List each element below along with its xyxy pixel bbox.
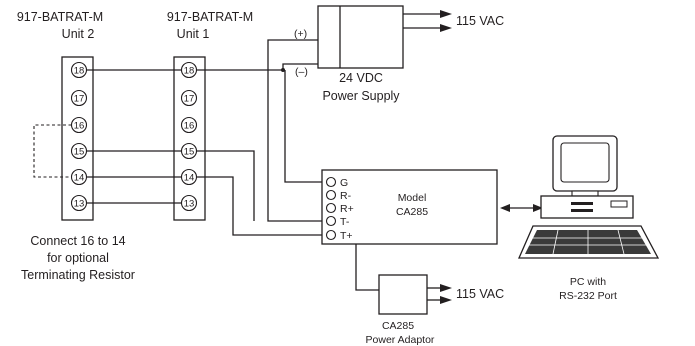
wire-unit1-14-to-ca285-t-plus xyxy=(196,176,326,236)
svg-text:13: 13 xyxy=(184,199,195,210)
wire-ca285-to-adaptor xyxy=(355,244,379,291)
wire-psu-positive xyxy=(267,39,326,222)
ca285-terminal-t-minus: T- xyxy=(325,215,350,228)
unit2-terminal-15: 15 xyxy=(70,142,88,160)
unit2-terminal-16: 16 xyxy=(70,116,88,134)
svg-text:T-: T- xyxy=(340,216,350,228)
svg-text:18: 18 xyxy=(74,66,85,77)
svg-text:16: 16 xyxy=(184,121,195,132)
ca285-terminal-g: G xyxy=(325,176,348,189)
psu-negative-label: (–) xyxy=(295,66,308,78)
svg-text:15: 15 xyxy=(184,147,195,158)
ca285-pc-arrow-left xyxy=(500,204,510,212)
psu-output-voltage: 115 VAC xyxy=(456,14,504,28)
adaptor-output-arrow-2 xyxy=(440,296,452,304)
adaptor-output-arrow-1 xyxy=(440,284,452,292)
note-line2: for optional xyxy=(47,251,109,265)
wire-ground-to-ca285-g xyxy=(284,70,326,183)
svg-text:14: 14 xyxy=(184,173,195,184)
note-line3: Terminating Resistor xyxy=(21,268,135,282)
pc-label-line1: PC with xyxy=(570,276,606,288)
psu-output-arrow-1 xyxy=(440,10,452,18)
psu-output-arrow-2 xyxy=(440,24,452,32)
unit2-terminal-block xyxy=(61,56,94,221)
power-adaptor-box xyxy=(378,274,428,315)
wire-unit1-15-to-ca285-t-minus xyxy=(196,150,255,221)
power-supply-label-line1: 24 VDC xyxy=(339,71,383,85)
unit1-terminal-13: 13 xyxy=(180,194,198,212)
unit2-model-label: 917-BATRAT-M xyxy=(17,10,103,24)
svg-text:18: 18 xyxy=(184,66,195,77)
ca285-terminal-r-minus: R- xyxy=(325,189,352,202)
unit1-name-label: Unit 1 xyxy=(177,27,210,41)
ca285-terminal-r-plus: R+ xyxy=(325,202,354,215)
unit2-terminal-18: 18 xyxy=(70,61,88,79)
svg-text:17: 17 xyxy=(74,94,85,105)
ca285-label-line1: Model xyxy=(398,192,427,204)
unit1-terminal-18: 18 xyxy=(180,61,198,79)
svg-text:14: 14 xyxy=(74,173,85,184)
svg-text:T+: T+ xyxy=(340,230,353,242)
unit2-terminal-17: 17 xyxy=(70,89,88,107)
power-supply-label-line2: Power Supply xyxy=(322,89,400,103)
note-line1: Connect 16 to 14 xyxy=(30,234,125,248)
ca285-pc-arrow-right xyxy=(533,204,543,212)
svg-text:R+: R+ xyxy=(340,203,354,215)
svg-text:15: 15 xyxy=(74,147,85,158)
svg-text:17: 17 xyxy=(184,94,195,105)
unit1-model-label: 917-BATRAT-M xyxy=(167,10,253,24)
pc-computer-icon xyxy=(518,135,660,259)
svg-text:R-: R- xyxy=(340,190,352,202)
psu-positive-label: (+) xyxy=(294,28,307,40)
svg-text:G: G xyxy=(340,177,348,189)
svg-text:16: 16 xyxy=(74,121,85,132)
unit2-terminal-14: 14 xyxy=(70,168,88,186)
unit1-terminal-15: 15 xyxy=(180,142,198,160)
unit1-terminal-17: 17 xyxy=(180,89,198,107)
ca285-terminal-t-plus: T+ xyxy=(325,229,353,242)
unit1-terminal-16: 16 xyxy=(180,116,198,134)
adaptor-label-line2: Power Adaptor xyxy=(366,334,435,346)
ca285-label-line2: CA285 xyxy=(396,206,428,218)
unit1-terminal-14: 14 xyxy=(180,168,198,186)
ca285-box xyxy=(321,169,498,245)
unit2-name-label: Unit 2 xyxy=(62,27,95,41)
unit1-terminal-block xyxy=(173,56,206,221)
svg-text:13: 13 xyxy=(74,199,85,210)
power-supply-box xyxy=(317,5,404,69)
adaptor-label-line1: CA285 xyxy=(382,320,414,332)
terminating-resistor-jumper xyxy=(33,124,72,178)
unit2-terminal-13: 13 xyxy=(70,194,88,212)
adaptor-output-voltage: 115 VAC xyxy=(456,287,504,301)
wire-psu-negative xyxy=(282,63,318,70)
pc-label-line2: RS-232 Port xyxy=(559,290,617,302)
